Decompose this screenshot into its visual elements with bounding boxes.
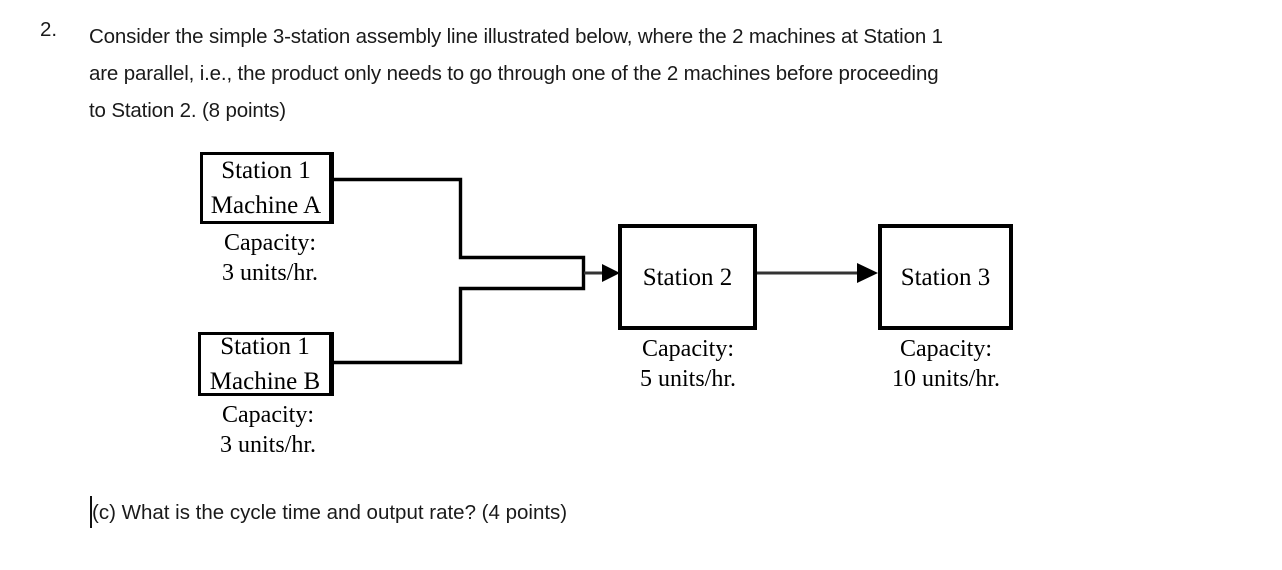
capacity-label: Capacity: <box>224 230 316 256</box>
node-title-line2: Machine B <box>209 368 321 395</box>
node-title-line1: Station 1 <box>221 157 311 184</box>
node-station1-machine-a[interactable]: Station 1 Machine A <box>200 152 334 224</box>
node-title-line2: Machine A <box>210 192 322 219</box>
node-title-line1: Station 2 <box>642 263 733 291</box>
capacity-label: Capacity: <box>222 402 314 428</box>
capacity-value: 10 units/hr. <box>891 366 1000 392</box>
capacity-value: 3 units/hr. <box>221 260 318 286</box>
node-station2[interactable]: Station 2 <box>618 224 757 330</box>
question-text: Consider the simple 3-station assembly l… <box>89 18 1224 129</box>
capacity-label: Capacity: <box>642 336 734 362</box>
text-cursor <box>90 496 92 528</box>
capacity-value: 3 units/hr. <box>219 432 316 458</box>
question-line-3: to Station 2. (8 points) <box>89 99 286 122</box>
node-title-line1: Station 3 <box>900 263 991 291</box>
capacity-station1-machine-b: Capacity: 3 units/hr. <box>198 400 338 460</box>
capacity-station2: Capacity: 5 units/hr. <box>614 334 762 394</box>
question-line-2: are parallel, i.e., the product only nee… <box>89 62 939 85</box>
node-title-line1: Station 1 <box>220 333 310 360</box>
capacity-station3: Capacity: 10 units/hr. <box>872 334 1020 394</box>
capacity-value: 5 units/hr. <box>639 366 736 392</box>
question-line-1: Consider the simple 3-station assembly l… <box>89 25 943 48</box>
question-number: 2. <box>40 18 58 41</box>
capacity-station1-machine-a: Capacity: 3 units/hr. <box>200 228 340 288</box>
node-station1-machine-b[interactable]: Station 1 Machine B <box>198 332 334 396</box>
sub-question-c: (c) What is the cycle time and output ra… <box>92 501 568 524</box>
capacity-label: Capacity: <box>900 336 992 362</box>
node-station3[interactable]: Station 3 <box>878 224 1013 330</box>
